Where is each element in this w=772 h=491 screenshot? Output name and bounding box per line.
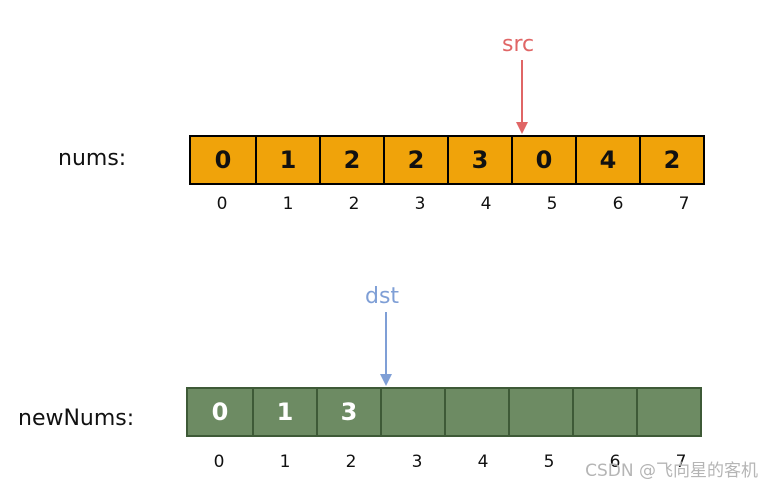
nums-index: 7: [678, 194, 690, 214]
nums-cell: 2: [639, 137, 703, 183]
src-pointer-label: src: [502, 32, 535, 57]
dst-pointer-label: dst: [365, 284, 400, 309]
nums-index: 4: [480, 194, 492, 214]
newnums-label: newNums:: [18, 406, 135, 431]
newnums-index: 0: [213, 452, 225, 472]
nums-index-row: 0 1 2 3 4 5 6 7: [189, 194, 717, 214]
watermark: CSDN @飞向星的客机: [585, 461, 758, 481]
dst-arrow-icon: [380, 312, 392, 386]
nums-index: 6: [612, 194, 624, 214]
nums-index: 3: [414, 194, 426, 214]
nums-cell: 2: [319, 137, 383, 183]
newnums-index: 6: [609, 452, 621, 472]
nums-cell: 3: [447, 137, 511, 183]
nums-cell: 4: [575, 137, 639, 183]
nums-cell: 0: [191, 137, 255, 183]
nums-index: 1: [282, 194, 294, 214]
newnums-cell: 1: [252, 389, 316, 435]
newnums-cell: [636, 389, 700, 435]
nums-cell: 1: [255, 137, 319, 183]
src-arrow-icon: [516, 60, 528, 134]
newnums-cell: [380, 389, 444, 435]
newnums-index: 4: [477, 452, 489, 472]
newnums-array: 0 1 3: [186, 387, 702, 437]
newnums-cell: 3: [316, 389, 380, 435]
newnums-index: 3: [411, 452, 423, 472]
nums-index: 2: [348, 194, 360, 214]
newnums-index: 2: [345, 452, 357, 472]
newnums-cell: [444, 389, 508, 435]
newnums-cell: 0: [188, 389, 252, 435]
nums-index: 0: [216, 194, 228, 214]
nums-index: 5: [546, 194, 558, 214]
newnums-index: 1: [279, 452, 291, 472]
nums-cell: 2: [383, 137, 447, 183]
newnums-cell: [508, 389, 572, 435]
nums-label: nums:: [58, 146, 127, 171]
nums-cell: 0: [511, 137, 575, 183]
newnums-cell: [572, 389, 636, 435]
nums-array: 0 1 2 2 3 0 4 2: [189, 135, 705, 185]
newnums-index: 5: [543, 452, 555, 472]
newnums-index: 7: [675, 452, 687, 472]
newnums-index-row: 0 1 2 3 4 5 6 7: [186, 452, 714, 472]
